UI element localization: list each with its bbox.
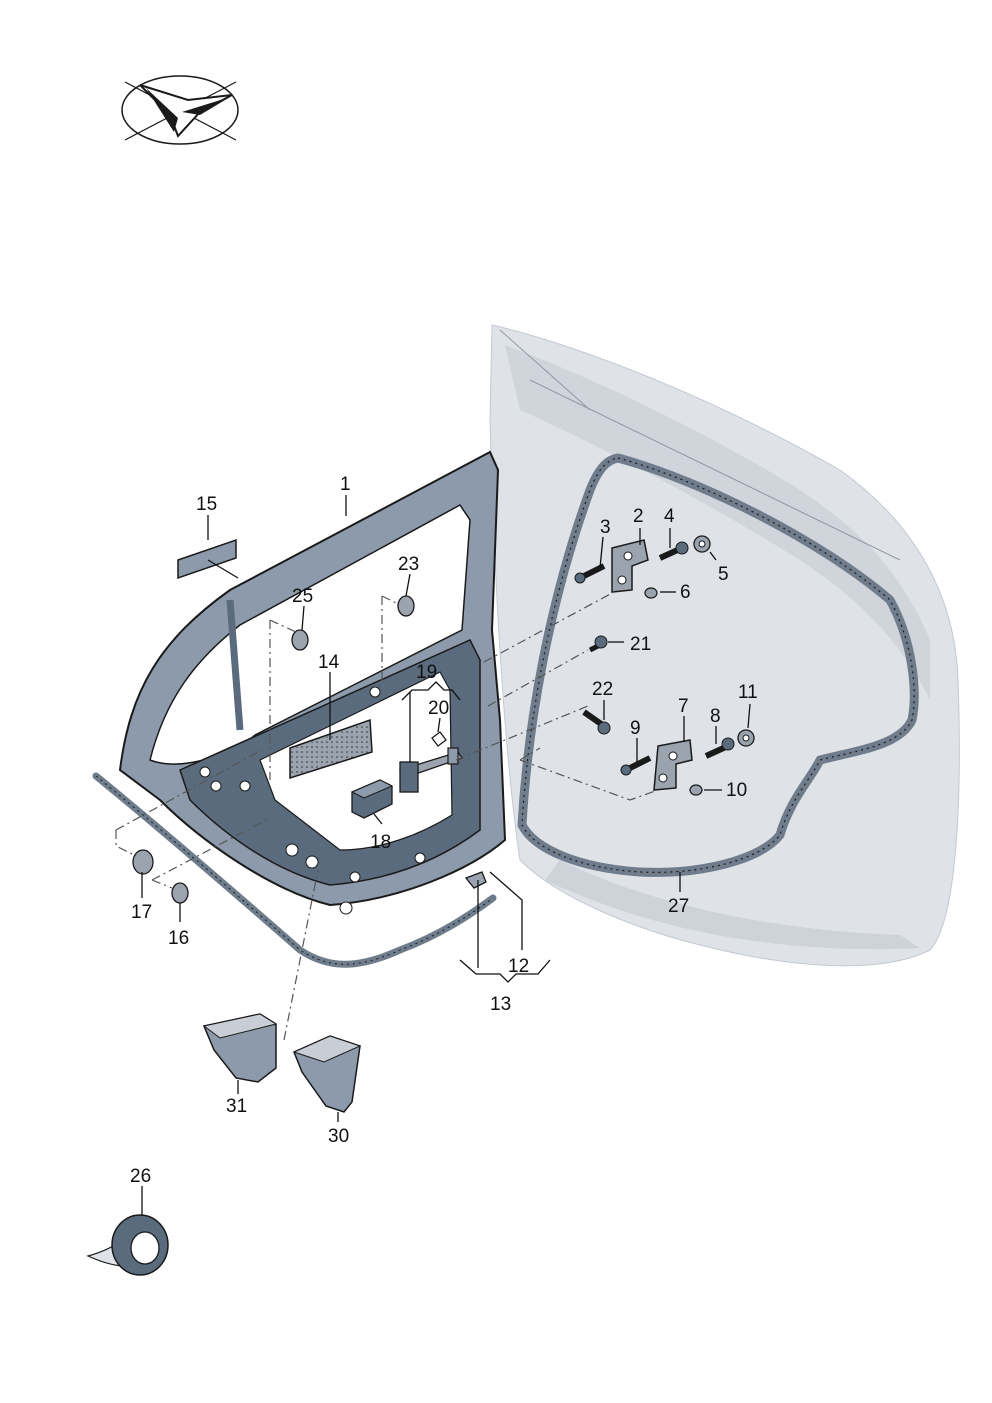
leader-lines	[141, 495, 751, 1216]
bolt-8	[704, 737, 735, 759]
callout-31: 31	[226, 1096, 247, 1117]
callout-12: 12	[508, 956, 529, 977]
callout-27: 27	[668, 896, 689, 917]
sealing-plug-16	[171, 882, 189, 904]
callout-17: 17	[131, 902, 152, 923]
callout-8: 8	[710, 706, 721, 727]
callout-14: 14	[318, 652, 340, 673]
callout-30: 30	[328, 1126, 349, 1147]
callout-6: 6	[680, 582, 691, 603]
sealing-plug-25	[291, 629, 309, 651]
buffer-block-31	[202, 1013, 278, 1083]
callout-7: 7	[678, 696, 689, 717]
lower-hinge	[653, 739, 693, 791]
callout-16: 16	[168, 928, 189, 949]
car-body-side-panel	[489, 324, 960, 967]
callout-5: 5	[718, 564, 729, 585]
callout-22: 22	[592, 679, 613, 700]
callout-21: 21	[630, 634, 651, 655]
cap-6	[644, 587, 658, 599]
door-check-strap	[399, 747, 464, 793]
callout-23: 23	[398, 554, 419, 575]
clip-12	[464, 871, 487, 889]
sealing-plug-17	[132, 849, 154, 875]
cap-10	[689, 784, 703, 796]
callout-19: 19	[416, 662, 437, 683]
adhesive-tape-roll	[86, 1214, 169, 1276]
upper-hinge	[611, 539, 649, 593]
callout-18: 18	[370, 832, 391, 853]
sealing-plug-23	[397, 595, 415, 617]
callout-3: 3	[600, 517, 611, 538]
callout-25: 25	[292, 586, 313, 607]
nut-5	[693, 535, 711, 553]
assembly-dash-lines	[115, 591, 659, 1041]
callout-4: 4	[664, 506, 675, 527]
callout-labels: 1 2 3 4 5 6 7 8 9 10 11 12 13 14 15 16 1…	[130, 474, 758, 1187]
callout-13: 13	[490, 994, 511, 1015]
label-sticker	[177, 538, 237, 580]
callout-1: 1	[340, 474, 351, 495]
callout-10: 10	[726, 780, 747, 801]
callout-20: 20	[428, 698, 449, 719]
bolt-22	[582, 709, 611, 735]
callout-15: 15	[196, 494, 217, 515]
bolt-9	[620, 755, 652, 776]
callout-9: 9	[630, 718, 641, 739]
callout-2: 2	[633, 506, 644, 527]
callout-11: 11	[738, 682, 758, 703]
door-check-cover-18	[350, 779, 394, 819]
buffer-block-30	[292, 1035, 362, 1113]
nut-11	[737, 729, 755, 747]
bolt-4	[658, 541, 689, 561]
gasket-20	[431, 731, 447, 747]
sound-insulation-pad	[288, 718, 373, 780]
vw-checkmark-logo-icon	[121, 75, 239, 145]
bolt-21	[588, 635, 608, 653]
callout-26: 26	[130, 1166, 151, 1187]
